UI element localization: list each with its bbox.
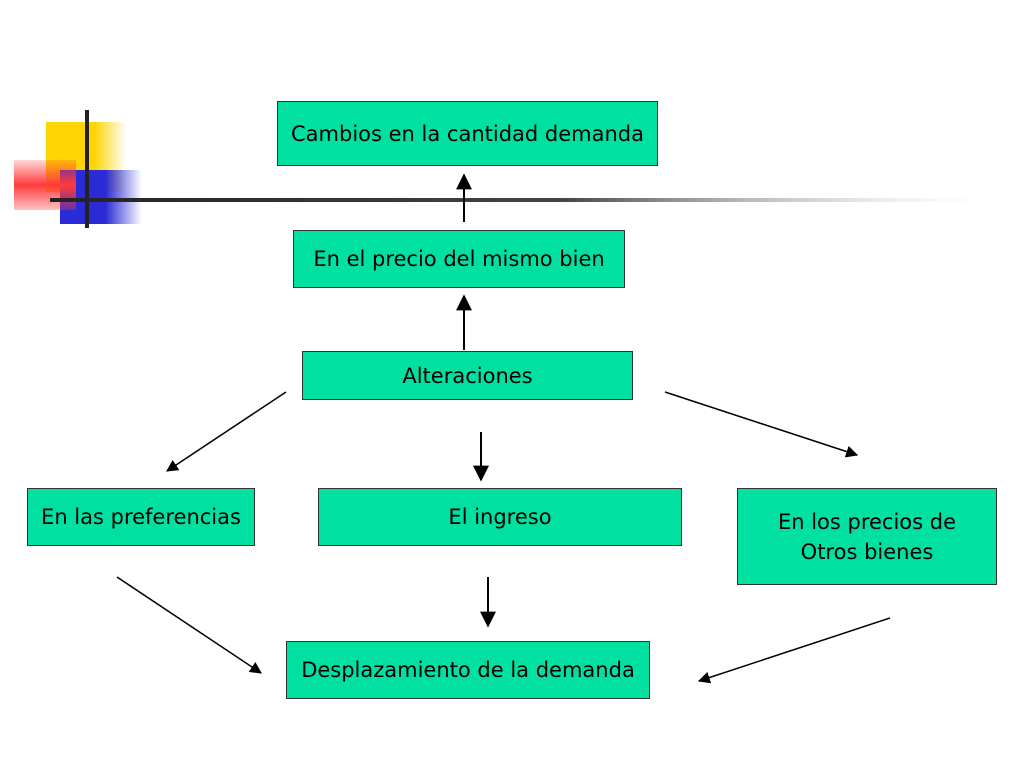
other-prices-label-line2: Otros bienes xyxy=(800,539,934,564)
vertical-rule xyxy=(85,110,89,228)
corner-decoration xyxy=(0,100,1024,240)
alterations-label: Alteraciones xyxy=(402,363,533,388)
preferences-box: En las preferencias xyxy=(27,488,255,546)
other-prices-box: En los precios de Otros bienes xyxy=(737,488,997,585)
own-price-box: En el precio del mismo bien xyxy=(293,230,625,288)
arrow-alterations-to-other-prices xyxy=(664,391,859,458)
arrow-preferences-to-demand-shift xyxy=(116,576,262,674)
horizontal-rule xyxy=(50,198,980,202)
demand-shift-box: Desplazamiento de la demanda xyxy=(286,641,650,699)
arrow-other-prices-to-demand-shift xyxy=(697,617,891,684)
qty-change-label: Cambios en la cantidad demanda xyxy=(291,121,644,146)
income-label: El ingreso xyxy=(448,505,552,529)
alterations-box: Alteraciones xyxy=(302,351,633,400)
qty-change-box: Cambios en la cantidad demanda xyxy=(277,101,658,166)
demand-shift-label: Desplazamiento de la demanda xyxy=(301,658,635,682)
income-box: El ingreso xyxy=(318,488,682,546)
own-price-label: En el precio del mismo bien xyxy=(313,247,605,271)
arrow-alterations-to-preferences xyxy=(166,391,287,472)
preferences-label: En las preferencias xyxy=(41,505,241,529)
other-prices-label-line1: En los precios de xyxy=(777,509,957,534)
